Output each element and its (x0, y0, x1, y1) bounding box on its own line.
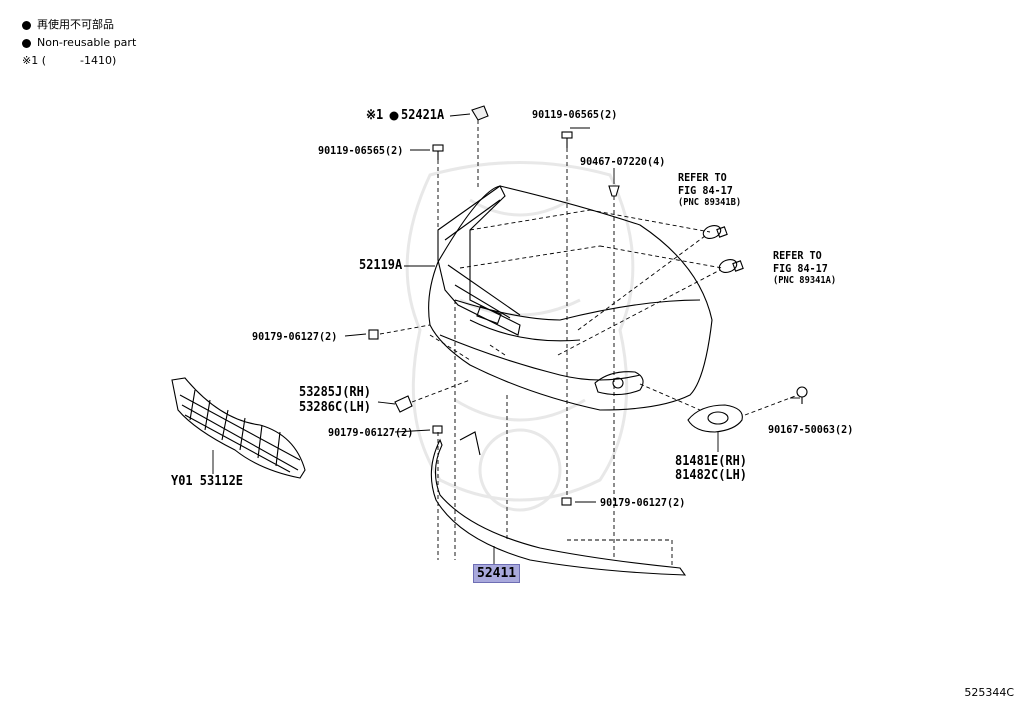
diagram-code: 525344C (964, 686, 1014, 699)
label-81481E: 81481E(RH) (675, 454, 748, 469)
part-52421A (471, 105, 489, 121)
fog-lamp-cover (687, 404, 743, 433)
label-90179-mid: 90179-06127(2) (328, 426, 414, 439)
label-52119A: 52119A (359, 258, 403, 273)
label-90467: 90467-07220(4) (580, 155, 666, 168)
bumper-fog-opening (594, 371, 644, 396)
label-81482C: 81482C(LH) (675, 468, 748, 483)
label-refer1-c: (PNC 89341B) (678, 197, 742, 208)
parking-sensor-right (718, 259, 744, 273)
label-Y01-53112E: Y01 53112E (171, 474, 244, 489)
label-90179-top: 90179-06127(2) (252, 330, 338, 343)
bumper-cover (428, 185, 713, 411)
watermark-logo (405, 161, 635, 512)
bolt-90119-left (432, 144, 444, 160)
legend-row-note: ※1 ( -1410) (22, 52, 136, 70)
clip-90179-bot (561, 497, 572, 506)
clip-90179-mid (432, 425, 443, 434)
label-53285J: 53285J(RH) (299, 385, 372, 400)
part-53285J (394, 395, 413, 413)
label-refer2-c: (PNC 89341A) (773, 275, 837, 286)
legend-row-nonreusable-en: Non-reusable part (22, 34, 136, 52)
legend: 再使用不可部品 Non-reusable part ※1 ( -1410) (22, 16, 136, 70)
label-refer2-b: FIG 84-17 (773, 262, 828, 275)
label-refer2-a: REFER TO (773, 249, 822, 262)
parking-sensor-left (702, 225, 728, 239)
nonreusable-dot-icon (22, 38, 31, 48)
bolt-90119-right (561, 131, 573, 148)
nonreusable-dot-icon (22, 20, 31, 30)
label-refer1-a: REFER TO (678, 171, 727, 184)
grille-53112E (171, 377, 306, 479)
label-52421A: 52421A (401, 108, 445, 123)
legend-nonreusable-en: Non-reusable part (37, 36, 137, 49)
retainer-52119A (437, 185, 521, 336)
label-90167: 90167-50063(2) (768, 423, 854, 436)
clip-90179-top (368, 329, 379, 340)
label-53286C: 53286C(LH) (299, 400, 372, 415)
screw-90167 (796, 386, 808, 404)
clip-90467 (608, 185, 620, 197)
label-52421A-prefix: ※1 (366, 108, 384, 123)
label-90119-right: 90119-06565(2) (532, 108, 618, 121)
legend-note-prefix: ※1 ( (22, 54, 47, 67)
label-90119-left: 90119-06565(2) (318, 144, 404, 157)
label-refer1-b: FIG 84-17 (678, 184, 733, 197)
legend-note-range: -1410) (80, 54, 117, 67)
legend-nonreusable-jp: 再使用不可部品 (37, 18, 114, 31)
lower-spoiler-52411 (430, 438, 687, 576)
label-90179-bot: 90179-06127(2) (600, 496, 686, 509)
nonreusable-dot-52421A (389, 111, 399, 121)
label-52411-highlighted[interactable]: 52411 (473, 564, 521, 583)
legend-row-nonreusable-jp: 再使用不可部品 (22, 16, 136, 34)
